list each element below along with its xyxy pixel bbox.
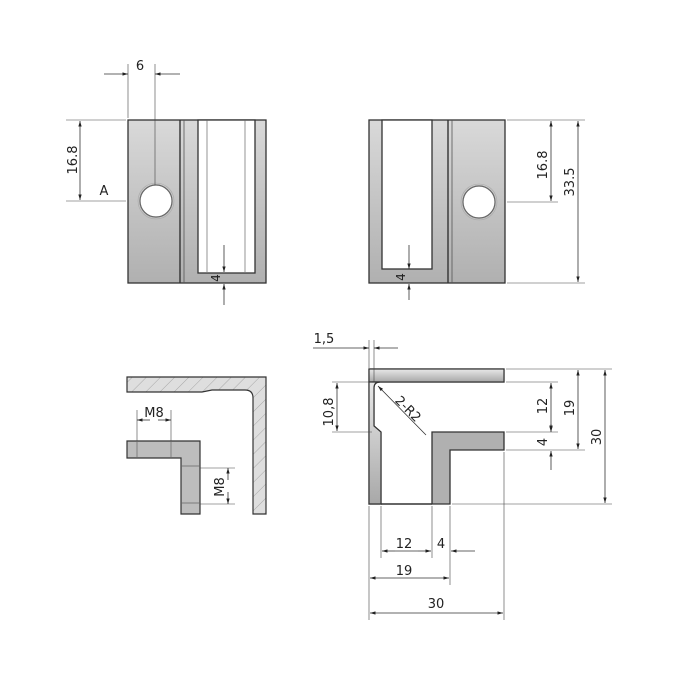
dim-right-12-label: 12 [536, 398, 551, 415]
dim-right-30-label: 30 [590, 429, 605, 446]
dim-bottom-12-label: 12 [396, 537, 413, 552]
section-view-a: M8 M8 [126, 376, 267, 515]
dim-slot-depth-label: 4 [394, 273, 408, 281]
section-marker-label: A [100, 184, 109, 199]
dim-radius-label: 2-R2 [391, 394, 423, 426]
mounting-hole [462, 185, 496, 219]
dim-hole-height-label: 16.8 [536, 151, 551, 180]
dim-bottom-30-label: 30 [428, 597, 445, 612]
dim-right-4-label: 4 [536, 438, 551, 446]
dim-slot-depth-label: 4 [209, 274, 223, 282]
dim-wall-label: 1,5 [314, 332, 335, 347]
thread-horizontal-label: M8 [144, 406, 164, 421]
mounting-hole [139, 184, 173, 218]
profile-view: 1,5 10,8 2-R2 12 4 19 30 [313, 332, 612, 620]
thread-vertical-label: M8 [213, 477, 228, 497]
dim-bottom-4-label: 4 [437, 537, 445, 552]
front-view-left: 6 16.8 A 4 [66, 59, 267, 305]
dim-right-19-label: 19 [563, 400, 578, 417]
dim-hole-height-label: 16.8 [66, 146, 81, 175]
dim-bottom-19-label: 19 [396, 564, 413, 579]
dim-inner-height-label: 10,8 [322, 398, 337, 427]
dim-total-height-label: 33.5 [563, 168, 578, 197]
front-view-right: 16.8 33.5 4 [368, 119, 585, 300]
dim-width-label: 6 [136, 59, 144, 74]
